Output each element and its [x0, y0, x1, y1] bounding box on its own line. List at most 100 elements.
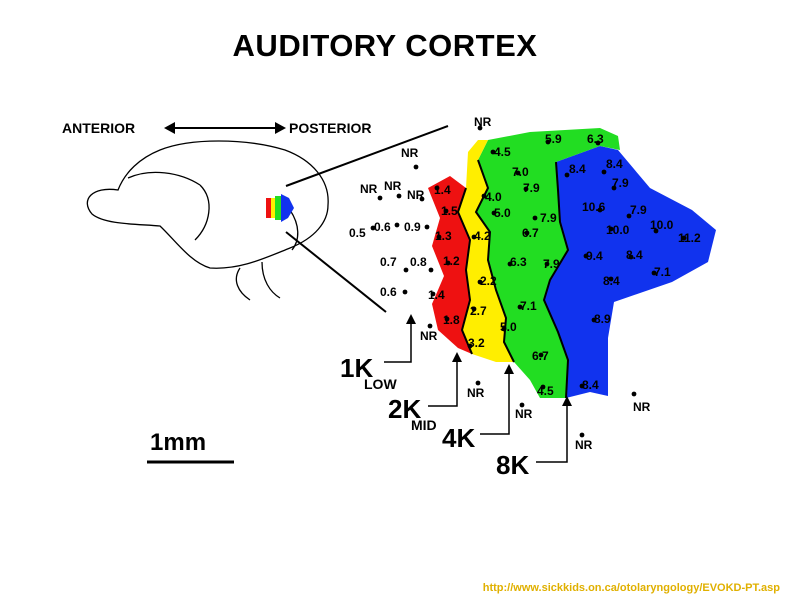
recording-site: 8.9 — [591, 312, 611, 326]
recording-site-dot — [608, 276, 614, 282]
arrow-up-icon — [562, 396, 572, 406]
recording-site: 4.5 — [490, 145, 511, 159]
recording-site-value: 0.5 — [349, 226, 366, 240]
recording-site-value: 4.0 — [485, 190, 502, 204]
recording-site: NR — [360, 182, 383, 201]
recording-site: 4.2 — [471, 229, 491, 243]
recording-site: NR — [575, 432, 593, 452]
recording-site: 1.8 — [443, 313, 460, 327]
recording-site-value: 7.9 — [543, 257, 560, 271]
recording-site-dot — [445, 260, 451, 266]
recording-site-value: 4.2 — [474, 229, 491, 243]
recording-site-dot — [436, 234, 442, 240]
pointer-1k — [384, 320, 412, 363]
zoom-line-upper — [285, 125, 449, 187]
recording-site-value: 7.9 — [523, 181, 540, 195]
recording-site: 7.9 — [626, 203, 647, 219]
zoom-line-lower — [285, 231, 387, 313]
recording-site: 8.4 — [601, 157, 623, 175]
recording-site-dot — [471, 306, 477, 312]
recording-site-value: 8.9 — [594, 312, 611, 326]
recording-site-value: 10.0 — [606, 223, 630, 237]
recording-site-value: 1.3 — [435, 229, 452, 243]
recording-site-value: 6.3 — [510, 255, 527, 269]
recording-site: 5.0 — [491, 206, 511, 220]
brainstem-outline — [261, 261, 281, 299]
brain-outline — [86, 140, 329, 269]
label-4k: 4K — [442, 423, 475, 453]
recording-site: 7.9 — [543, 257, 560, 271]
recording-site-value: 3.2 — [468, 336, 485, 350]
recording-site: NR — [467, 380, 485, 400]
recording-site-dot — [477, 125, 483, 131]
recording-site-value: 1.4 — [428, 288, 445, 302]
recording-site-dot — [608, 226, 614, 232]
recording-site-dot — [430, 291, 436, 297]
recording-site-value: NR — [474, 115, 492, 129]
anterior-label: ANTERIOR — [62, 120, 135, 136]
recording-site-dot — [519, 402, 525, 408]
recording-site-dot — [377, 195, 383, 201]
recording-site-value: NR — [360, 182, 378, 196]
recording-site-value: 0.7 — [380, 255, 397, 269]
recording-site-dot — [591, 317, 597, 323]
recording-site-dot — [628, 254, 634, 260]
recording-site-value: 7.0 — [512, 165, 529, 179]
recording-site: 0.8 — [410, 255, 434, 273]
boundary-4k-8k — [542, 161, 570, 399]
brain-drawing — [86, 140, 329, 301]
recording-site: NR — [384, 179, 402, 199]
recording-site-dot — [651, 270, 657, 276]
recording-site: NR — [407, 188, 425, 202]
recording-site-value: NR — [575, 438, 593, 452]
recording-site: 9.4 — [583, 249, 603, 263]
recording-site-value: 9.4 — [586, 249, 603, 263]
inset-green — [275, 196, 281, 220]
recording-site-value: 7.9 — [540, 211, 557, 225]
recording-site-value: NR — [515, 407, 533, 421]
region-8k-blue — [544, 146, 716, 398]
recording-site: 5.9 — [545, 132, 562, 146]
recording-site-dot — [515, 170, 521, 176]
recording-site-value: NR — [407, 188, 425, 202]
arrow-up-icon — [452, 352, 462, 362]
arrow-up-icon — [406, 314, 416, 324]
recording-site-dot — [471, 234, 477, 240]
recording-site-value: 4.5 — [494, 145, 511, 159]
recording-site-value: NR — [633, 400, 651, 414]
recording-site-value: 8.4 — [569, 162, 586, 176]
recording-site-value: 1.4 — [434, 183, 451, 197]
recording-site-dot — [626, 213, 632, 219]
recording-site-value: NR — [420, 329, 438, 343]
recording-site: 10.0 — [606, 223, 630, 237]
recording-site: 1.3 — [435, 229, 452, 243]
recording-site-value: 5.0 — [494, 206, 511, 220]
recording-site-dot — [523, 186, 529, 192]
label-low: LOW — [364, 376, 397, 392]
recording-site-dot — [595, 140, 601, 146]
label-1k: 1K — [340, 353, 373, 383]
recording-site-dot — [544, 261, 550, 267]
recording-site: 4.5 — [537, 384, 554, 398]
label-2k: 2K — [388, 394, 421, 424]
inset-blue — [281, 194, 294, 222]
recording-site-dot — [681, 235, 687, 241]
recording-site: 1.2 — [443, 254, 460, 268]
arrow-up-icon — [504, 364, 514, 374]
recording-site-value: 10.6 — [582, 200, 606, 214]
recording-site-value: 8.4 — [626, 248, 643, 262]
recording-site-dot — [524, 230, 530, 236]
recording-site: 10.6 — [582, 200, 606, 214]
recording-site-dot — [490, 149, 496, 155]
recording-site-value: 1.2 — [443, 254, 460, 268]
recording-site: 7.9 — [611, 176, 629, 191]
recording-site-dot — [443, 208, 449, 214]
recording-site: 7.9 — [523, 181, 540, 195]
recording-site-dot — [413, 164, 419, 170]
posterior-label: POSTERIOR — [289, 120, 371, 136]
recording-site-dot — [564, 172, 570, 178]
recording-site-dot — [517, 304, 523, 310]
pointer-8k — [536, 402, 568, 463]
recording-site: 2.2 — [477, 274, 497, 288]
